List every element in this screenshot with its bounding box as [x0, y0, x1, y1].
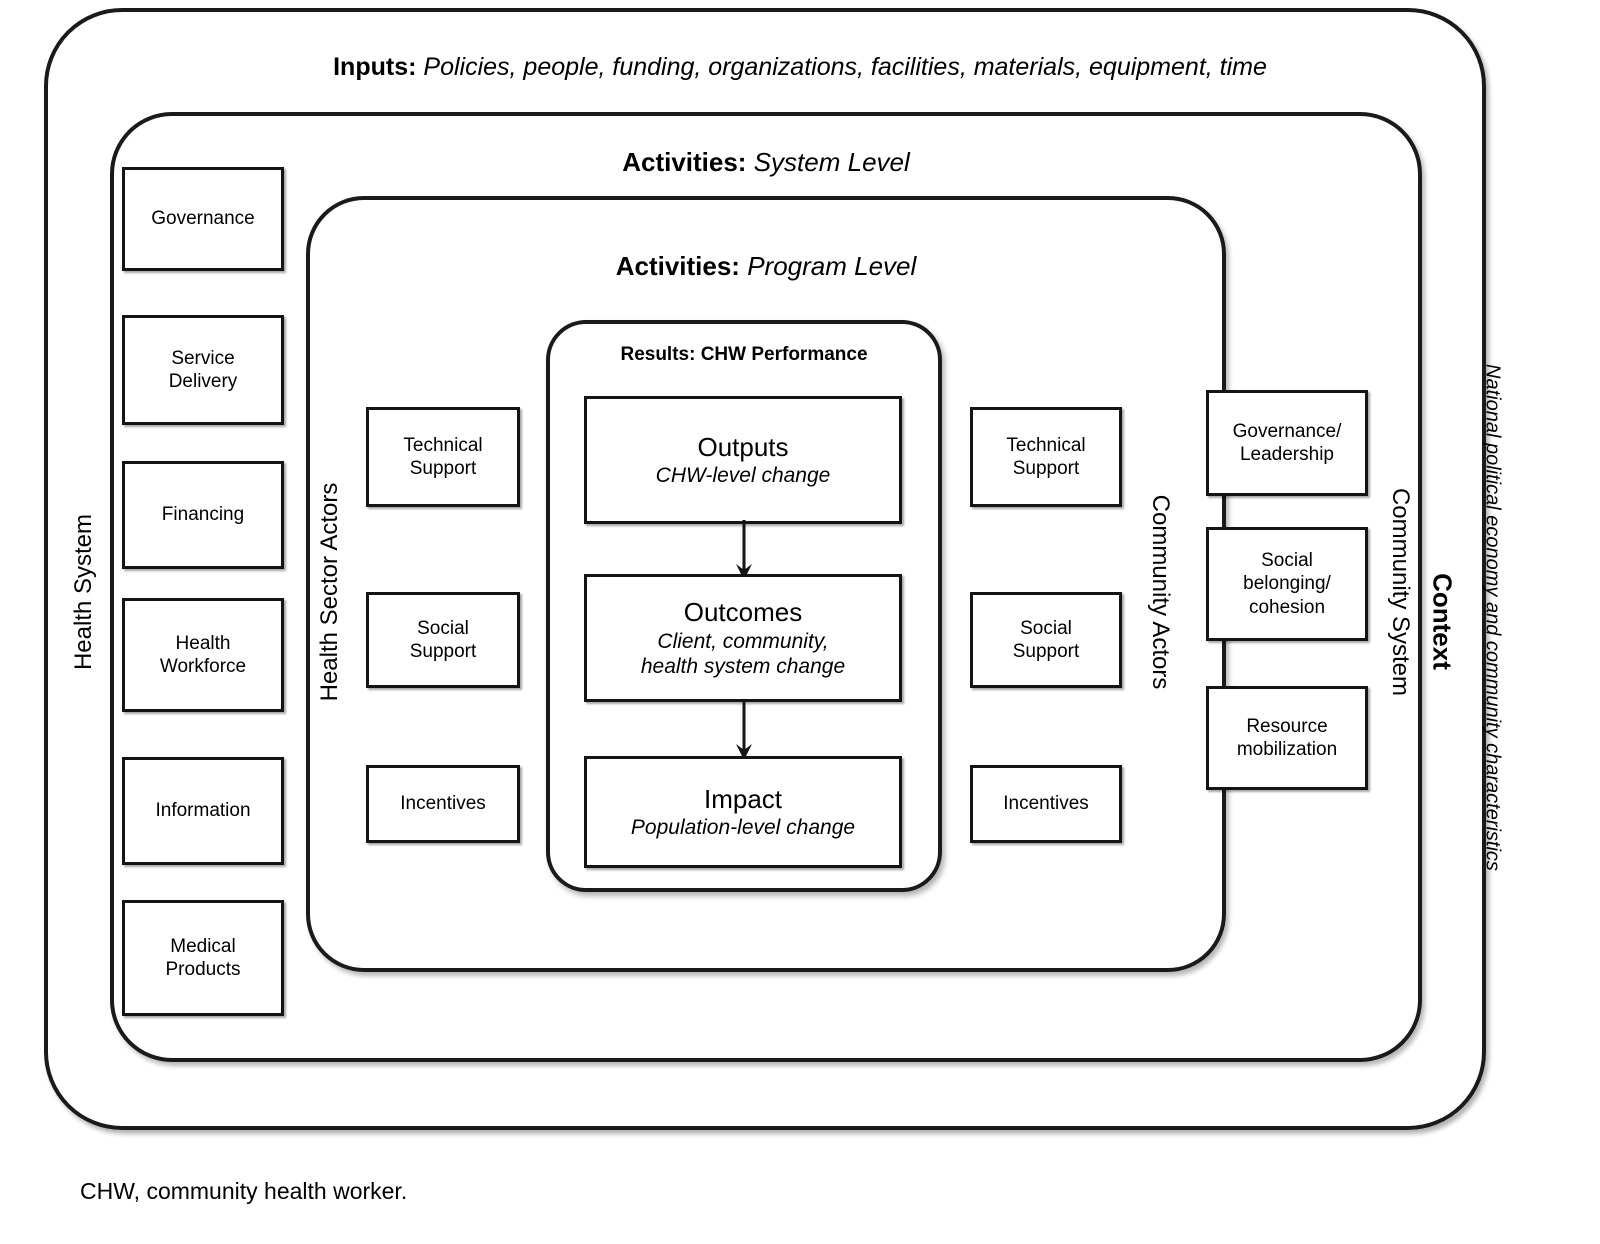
box-label: Financing: [161, 504, 245, 526]
health-system-axis-label: Health System: [70, 513, 97, 671]
results-box-outcomes[interactable]: Outcomes Client, community,health system…: [584, 574, 902, 702]
health-system-box-governance[interactable]: Governance: [122, 167, 284, 271]
box-label: Governance: [151, 208, 255, 230]
community-actors-box-incentives[interactable]: Incentives: [970, 765, 1122, 843]
results-box-subtitle: CHW-level change: [655, 464, 831, 488]
context-title: Context: [1427, 573, 1458, 670]
activities-system-container: [110, 112, 1422, 1062]
activities-program-label: Activities:: [615, 251, 740, 281]
results-box-title: Outputs: [697, 431, 789, 462]
results-box-subtitle: Population-level change: [630, 816, 856, 840]
inputs-heading: Inputs: Policies, people, funding, organ…: [0, 53, 1600, 82]
community-actors-axis-label: Community Actors: [1147, 494, 1174, 690]
activities-system-value: System Level: [753, 147, 910, 177]
community-system-box-governance-leadership[interactable]: Governance/Leadership: [1206, 390, 1368, 496]
results-box-impact[interactable]: Impact Population-level change: [584, 756, 902, 868]
arrow-outcomes-to-impact: [736, 700, 752, 760]
inputs-label: Inputs:: [333, 53, 417, 81]
context-container: [44, 8, 1486, 1130]
community-system-axis-label: Community System: [1387, 487, 1414, 697]
results-box-title: Impact: [703, 783, 783, 814]
activities-system-heading: Activities: System Level: [110, 148, 1422, 177]
box-label: Incentives: [1003, 793, 1089, 815]
results-container: [546, 320, 942, 892]
health-system-box-financing[interactable]: Financing: [122, 461, 284, 569]
arrow-outputs-to-outcomes: [736, 520, 752, 580]
inputs-value: Policies, people, funding, organizations…: [423, 53, 1267, 81]
results-box-title: Outcomes: [683, 596, 803, 627]
figure-caption: CHW, community health worker.: [80, 1178, 408, 1204]
results-box-subtitle: Client, community,health system change: [640, 629, 846, 678]
box-label: Incentives: [400, 793, 486, 815]
health-sector-actors-box-incentives[interactable]: Incentives: [366, 765, 520, 843]
activities-system-label: Activities:: [622, 147, 747, 177]
activities-program-value: Program Level: [747, 251, 917, 281]
health-sector-actors-axis-label: Health Sector Actors: [316, 482, 343, 702]
activities-program-heading: Activities: Program Level: [306, 252, 1226, 281]
health-system-box-information[interactable]: Information: [122, 757, 284, 865]
context-subtitle: National political economy and community…: [1481, 364, 1504, 871]
box-label: Information: [155, 800, 251, 822]
results-box-outputs[interactable]: Outputs CHW-level change: [584, 396, 902, 524]
box-label: Governance/Leadership: [1232, 420, 1342, 465]
results-heading: Results: CHW Performance: [620, 344, 868, 365]
